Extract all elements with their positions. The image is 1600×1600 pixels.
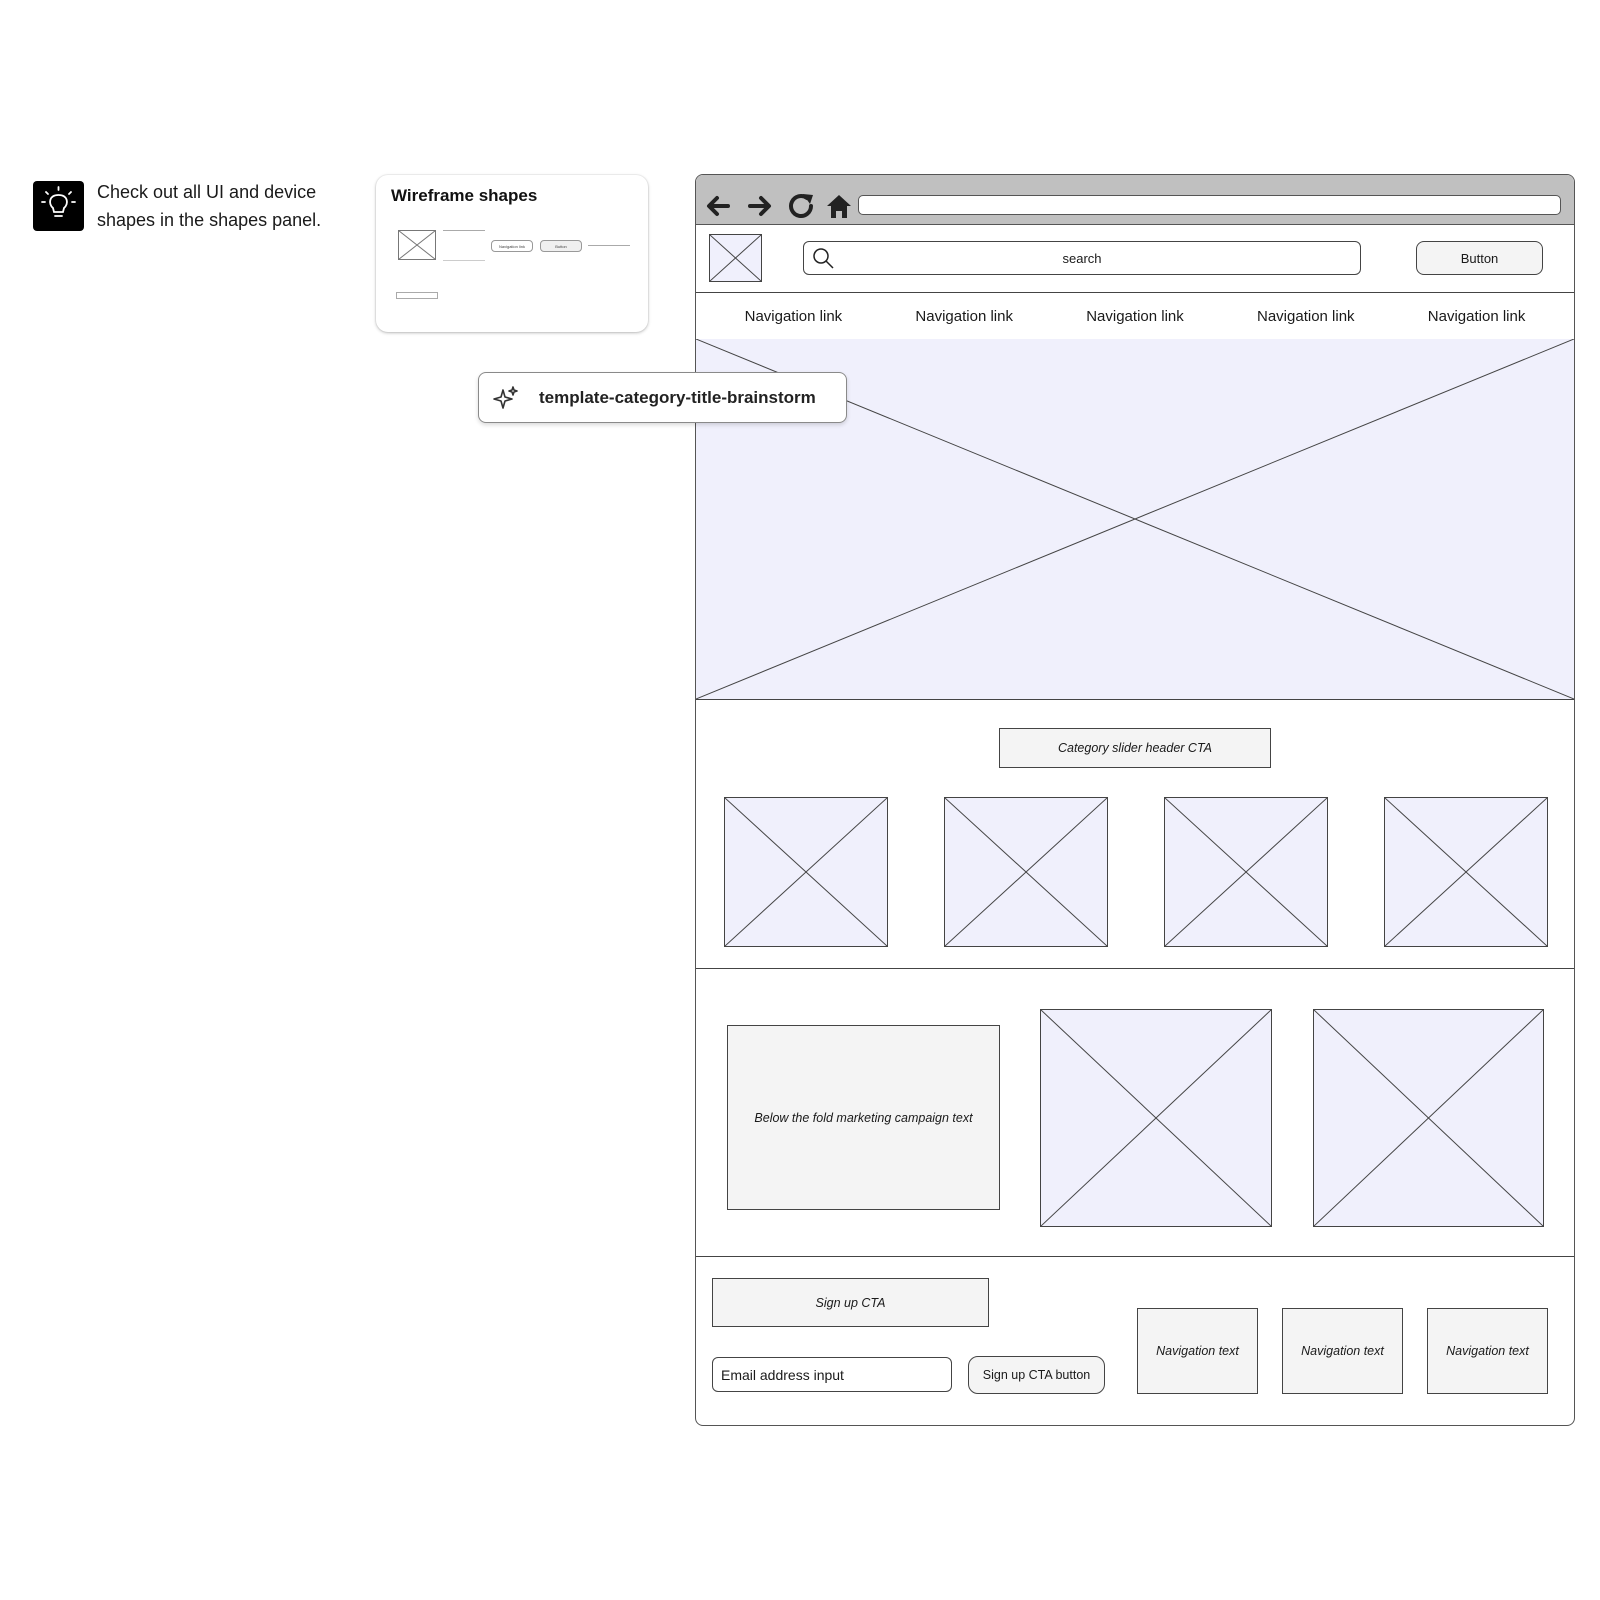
divider [696, 968, 1574, 969]
mini-line [588, 245, 630, 247]
divider [696, 1256, 1574, 1257]
tip-text: Check out all UI and device shapes in th… [97, 182, 322, 230]
search-icon [813, 248, 834, 269]
nav-link[interactable]: Navigation link [744, 307, 843, 325]
nav-link[interactable]: Navigation link [915, 307, 1013, 325]
wireframe-shapes-card[interactable]: Wireframe shapes Navigation link Button [376, 175, 648, 332]
footer-nav-text[interactable]: Navigation text [1137, 1308, 1258, 1394]
nav-link[interactable]: Navigation link [1427, 307, 1526, 325]
mini-image-placeholder [398, 230, 436, 260]
divider [696, 292, 1574, 293]
signup-cta-text: Sign up CTA [712, 1278, 989, 1327]
mini-button: Button [540, 240, 582, 252]
marketing-image-placeholder [1040, 1009, 1272, 1227]
category-image-placeholder [1164, 797, 1328, 947]
template-tag[interactable]: template-category-title-brainstorm [478, 372, 847, 423]
back-arrow-icon[interactable] [702, 191, 732, 221]
email-input[interactable]: Email address input [712, 1357, 952, 1392]
forward-arrow-icon[interactable] [746, 191, 776, 221]
category-image-placeholder [944, 797, 1108, 947]
mini-nav-link: Navigation link [491, 240, 533, 252]
card-title: Wireframe shapes [391, 186, 538, 205]
lightbulb-icon [33, 181, 84, 231]
nav-link[interactable]: Navigation link [1257, 307, 1355, 325]
template-tag-label: template-category-title-brainstorm [539, 387, 816, 407]
footer-nav-text[interactable]: Navigation text [1282, 1308, 1403, 1394]
category-image-placeholder [1384, 797, 1548, 947]
sparkle-icon [493, 385, 518, 409]
category-image-placeholder [724, 797, 888, 947]
category-header-cta[interactable]: Category slider header CTA [999, 728, 1271, 768]
nav-link[interactable]: Navigation link [1086, 307, 1184, 325]
home-icon[interactable] [824, 191, 854, 221]
logo-placeholder [709, 234, 762, 282]
nav-bar: Navigation link Navigation link Navigati… [696, 293, 1574, 339]
mini-text-block [443, 230, 485, 261]
browser-wireframe: search Button Navigation link Navigation… [695, 174, 1575, 1426]
mini-input [396, 292, 438, 299]
url-bar[interactable] [858, 195, 1561, 215]
search-placeholder: search [1062, 250, 1102, 266]
signup-cta-button[interactable]: Sign up CTA button [968, 1356, 1105, 1394]
marketing-image-placeholder [1313, 1009, 1544, 1227]
search-input[interactable]: search [803, 241, 1361, 275]
marketing-text-box: Below the fold marketing campaign text [727, 1025, 1000, 1210]
footer-nav-text[interactable]: Navigation text [1427, 1308, 1548, 1394]
browser-toolbar [696, 175, 1574, 225]
header-button[interactable]: Button [1416, 241, 1543, 275]
reload-icon[interactable] [787, 191, 817, 221]
